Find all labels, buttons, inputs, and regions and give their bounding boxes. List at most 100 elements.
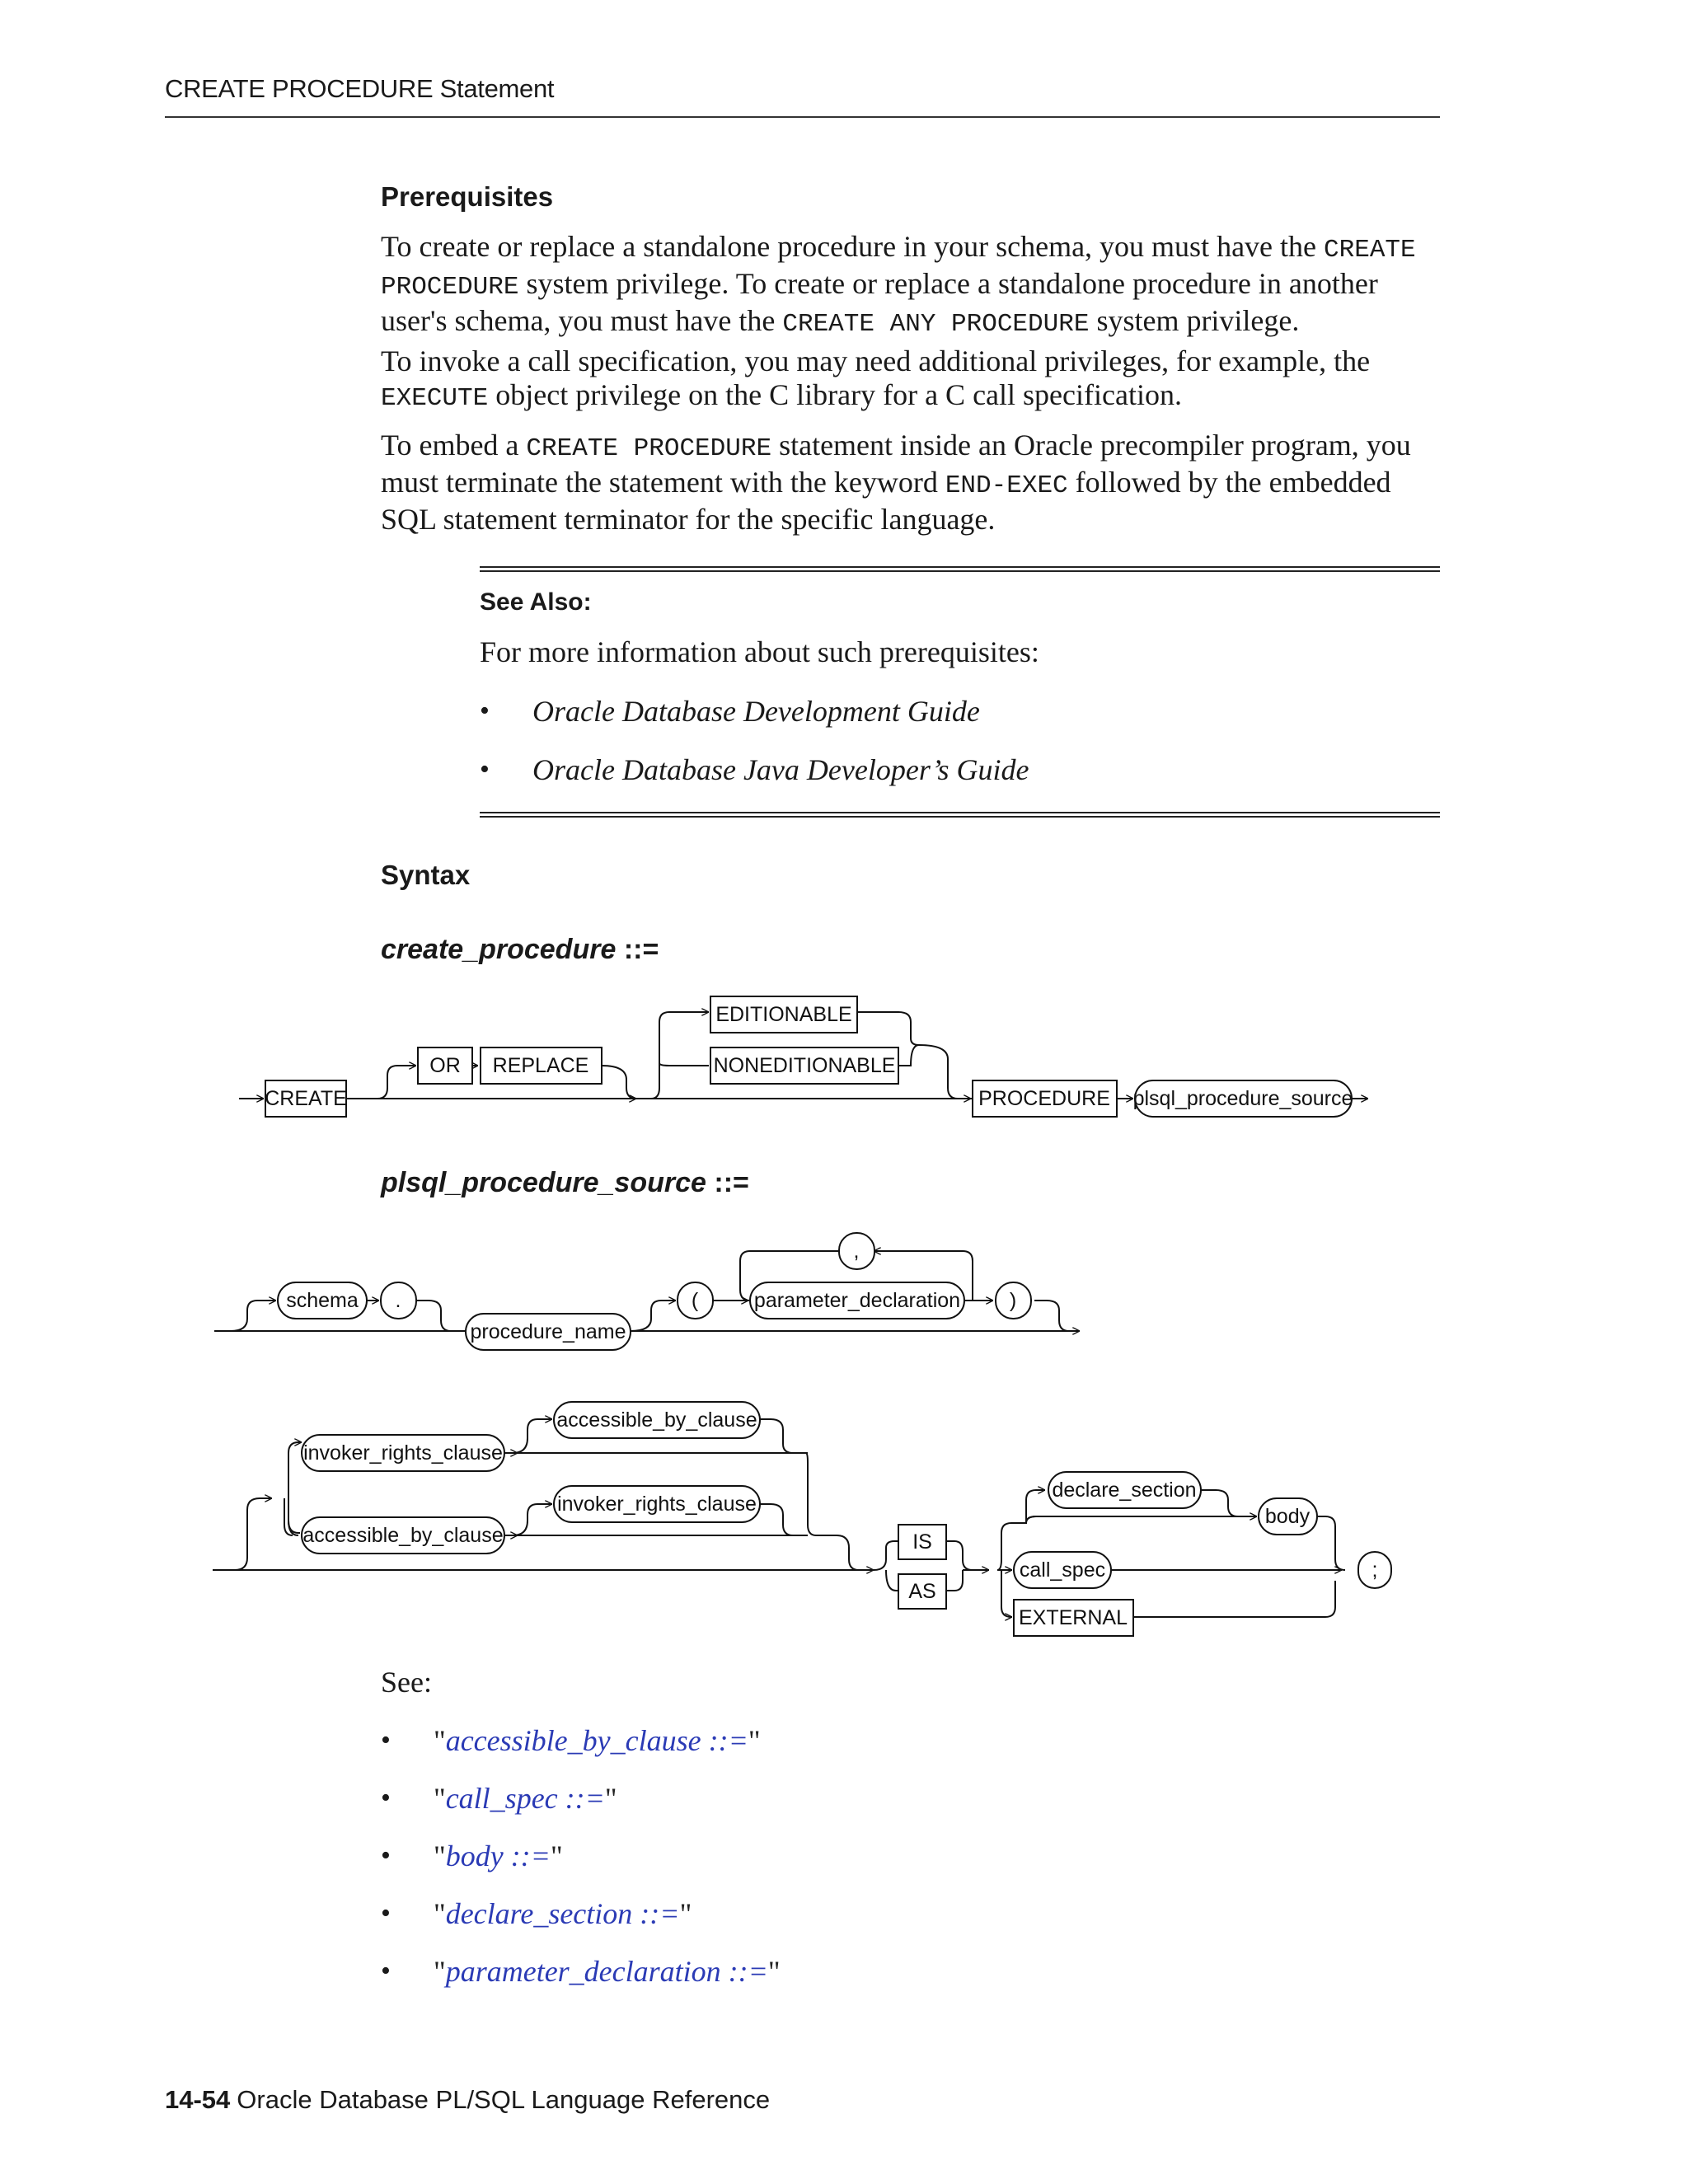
production-plsql-procedure-source: plsql_procedure_source ::=	[381, 1167, 749, 1199]
procedure-name-nonterminal: procedure_name	[465, 1313, 631, 1351]
inline-code: END-EXEC	[945, 471, 1068, 500]
comma-label: ,	[854, 1240, 860, 1263]
semicolon-label: ;	[1372, 1558, 1378, 1582]
text-run: statement inside an Oracle precompiler p…	[381, 429, 1411, 499]
as-keyword: AS	[898, 1573, 947, 1610]
running-header: CREATE PROCEDURE Statement	[165, 74, 555, 103]
see-also-bottom-rule	[480, 812, 1440, 818]
bullet-icon: •	[381, 1783, 391, 1813]
create-keyword: CREATE	[265, 1080, 347, 1118]
parameter-declaration-nonterminal: parameter_declaration	[749, 1282, 965, 1319]
syntax-heading: Syntax	[381, 860, 471, 890]
see-link[interactable]: accessible_by_clause ::=	[445, 1724, 748, 1757]
production-suffix: ::=	[706, 1167, 749, 1198]
see-also-label: See Also:	[480, 588, 592, 616]
text-run: system privilege. To create or replace a…	[381, 267, 1378, 337]
parameter-declaration-label: parameter_declaration	[754, 1289, 960, 1312]
is-keyword-label: IS	[912, 1530, 932, 1554]
body-label: body	[1265, 1505, 1311, 1528]
declare-section-label: declare_section	[1052, 1479, 1196, 1502]
bullet-icon: •	[480, 696, 490, 726]
comma-terminal: ,	[838, 1232, 875, 1270]
see-also-text: For more information about such prerequi…	[480, 635, 1039, 668]
lparen-terminal: (	[677, 1282, 714, 1319]
schema-nonterminal: schema	[277, 1282, 368, 1319]
see-also-item[interactable]: Oracle Database Java Developer’s Guide	[532, 753, 1029, 786]
text-run: To embed a	[381, 429, 527, 462]
see-also-item[interactable]: Oracle Database Development Guide	[532, 695, 980, 728]
rparen-terminal: )	[995, 1282, 1032, 1319]
see-link-item[interactable]: "declare_section ::="	[434, 1897, 692, 1930]
see-link-item[interactable]: "accessible_by_clause ::="	[434, 1724, 761, 1757]
inline-code: EXECUTE	[381, 384, 489, 413]
or-keyword-label: OR	[429, 1054, 461, 1077]
see-link[interactable]: call_spec ::=	[445, 1782, 605, 1815]
invoker-rights-clause-nonterminal: invoker_rights_clause	[301, 1434, 505, 1472]
procedure-keyword-label: PROCEDURE	[978, 1087, 1110, 1110]
external-keyword: EXTERNAL	[1013, 1599, 1134, 1637]
text-run: To invoke a call specification, you may …	[381, 344, 1371, 377]
rparen-label: )	[1010, 1289, 1016, 1312]
or-keyword: OR	[417, 1047, 473, 1085]
replace-keyword-label: REPLACE	[493, 1054, 589, 1077]
text-run: system privilege.	[1089, 304, 1300, 337]
procedure-keyword: PROCEDURE	[972, 1080, 1118, 1118]
declare-section-nonterminal: declare_section	[1048, 1471, 1202, 1509]
body-nonterminal: body	[1258, 1497, 1318, 1535]
see-link[interactable]: body ::=	[445, 1840, 551, 1872]
call-spec-label: call_spec	[1020, 1558, 1105, 1582]
production-suffix: ::=	[616, 934, 659, 965]
prerequisites-paragraph-1: To create or replace a standalone proced…	[381, 230, 1444, 341]
production-name: plsql_procedure_source	[381, 1167, 706, 1198]
replace-keyword: REPLACE	[480, 1047, 603, 1085]
semicolon-terminal: ;	[1357, 1551, 1392, 1589]
schema-label: schema	[286, 1289, 359, 1312]
accessible-by-clause-nonterminal: accessible_by_clause	[301, 1516, 505, 1554]
dot-label: .	[396, 1289, 401, 1312]
see-also-top-rule	[480, 566, 1440, 572]
noneditionable-keyword-label: NONEDITIONABLE	[714, 1054, 896, 1077]
production-create-procedure: create_procedure ::=	[381, 934, 659, 966]
production-name: create_procedure	[381, 934, 617, 965]
header-rule	[165, 116, 1440, 118]
text-run: object privilege on the C library for a …	[488, 378, 1182, 411]
accessible-by-clause-label: accessible_by_clause	[302, 1524, 503, 1547]
lparen-label: (	[692, 1289, 699, 1312]
source-row2-lines	[213, 1419, 1346, 1617]
prerequisites-paragraph-3: To embed a CREATE PROCEDURE statement in…	[381, 429, 1444, 537]
bullet-icon: •	[381, 1898, 391, 1929]
plsql-procedure-source-nonterminal: plsql_procedure_source	[1133, 1080, 1353, 1118]
prerequisites-heading: Prerequisites	[381, 181, 554, 212]
procedure-name-label: procedure_name	[470, 1320, 626, 1343]
see-link[interactable]: parameter_declaration ::=	[445, 1955, 768, 1988]
text-run: followed by the embedded SQL statement t…	[381, 466, 1391, 536]
dot-terminal: .	[380, 1282, 417, 1319]
see-link-item[interactable]: "call_spec ::="	[434, 1782, 617, 1815]
bullet-icon: •	[381, 1956, 391, 1986]
see-link-item[interactable]: "parameter_declaration ::="	[434, 1955, 781, 1988]
plsql-procedure-source-label: plsql_procedure_source	[1133, 1087, 1353, 1110]
invoker-rights-clause-label: invoker_rights_clause	[303, 1441, 503, 1465]
text-run: To create or replace a standalone proced…	[381, 230, 1325, 263]
is-keyword: IS	[898, 1524, 947, 1560]
editionable-keyword-label: EDITIONABLE	[715, 1003, 851, 1026]
create-keyword-label: CREATE	[265, 1087, 347, 1110]
inline-code: CREATE PROCEDURE	[381, 236, 1416, 302]
bullet-icon: •	[381, 1725, 391, 1755]
call-spec-nonterminal: call_spec	[1013, 1551, 1112, 1589]
book-title: Oracle Database PL/SQL Language Referenc…	[237, 2085, 771, 2114]
invoker-rights-clause-nonterminal: invoker_rights_clause	[553, 1485, 761, 1523]
noneditionable-keyword: NONEDITIONABLE	[710, 1047, 899, 1085]
prerequisites-paragraph-2: To invoke a call specification, you may …	[381, 344, 1444, 415]
see-label: See:	[381, 1666, 432, 1699]
see-link[interactable]: declare_section ::=	[445, 1897, 680, 1930]
bullet-icon: •	[381, 1840, 391, 1871]
invoker-rights-clause-label: invoker_rights_clause	[557, 1493, 757, 1516]
accessible-by-clause-nonterminal: accessible_by_clause	[553, 1401, 761, 1439]
accessible-by-clause-label: accessible_by_clause	[556, 1408, 757, 1432]
inline-code: CREATE ANY PROCEDURE	[782, 310, 1090, 339]
see-link-item[interactable]: "body ::="	[434, 1840, 563, 1872]
